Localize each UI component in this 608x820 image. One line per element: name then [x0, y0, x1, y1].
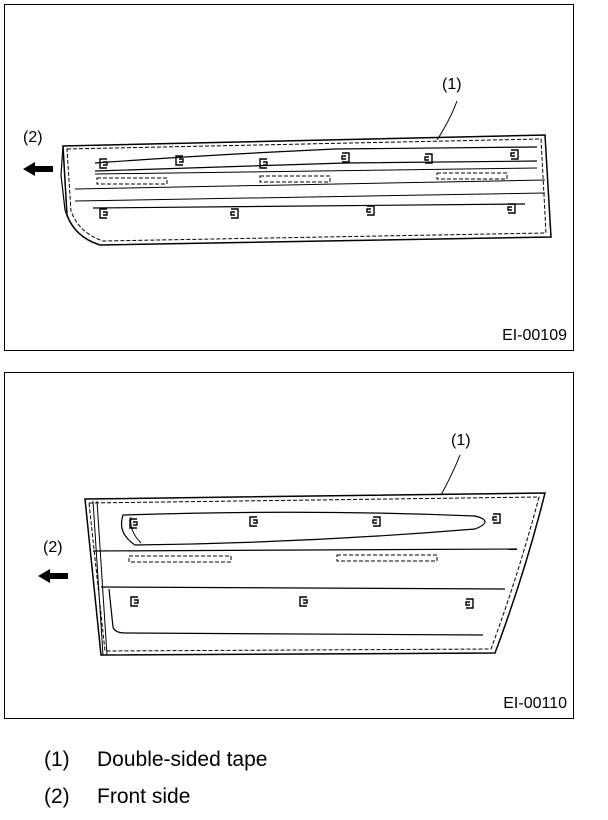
- callout-2: (2): [23, 129, 43, 146]
- callout-2: (2): [43, 539, 63, 556]
- figure-2: (1) (2) EI-00110: [4, 372, 574, 719]
- callout-1: (1): [451, 432, 471, 449]
- legend-label: Double-sided tape: [97, 748, 268, 771]
- door-molding-drawing-2: [38, 454, 546, 656]
- figure-code: EI-00110: [503, 695, 567, 712]
- legend-number: (2): [44, 785, 70, 808]
- legend-item-2: (2) Front side: [44, 785, 190, 809]
- callout-1: (1): [442, 76, 462, 93]
- figure-1: (1) (2) EI-00109: [4, 4, 574, 351]
- legend-number: (1): [44, 748, 70, 771]
- figure-code: EI-00109: [502, 327, 567, 344]
- legend-label: Front side: [97, 785, 191, 808]
- door-molding-drawing-1: [23, 100, 552, 246]
- legend-item-1: (1) Double-sided tape: [44, 748, 267, 772]
